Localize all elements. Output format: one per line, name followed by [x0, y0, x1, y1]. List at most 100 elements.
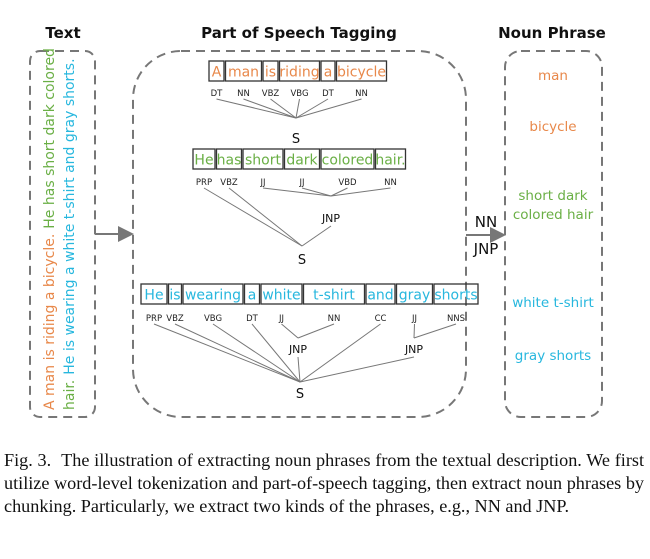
caption-text: The illustration of extracting noun phra…	[4, 450, 645, 516]
word-box	[395, 283, 434, 305]
pos-tag: DT	[246, 314, 259, 324]
tree-edge	[295, 98, 300, 119]
root-node-s: S	[298, 253, 306, 268]
text-line-left: A man is riding a bicycle. He has short d…	[42, 48, 58, 410]
word-box	[215, 148, 243, 170]
noun-phrase-text: short dark	[518, 188, 587, 204]
arrow-label-jnp: JNP	[473, 240, 499, 258]
tree-edge	[413, 323, 457, 339]
pos-tag: NN	[355, 89, 368, 99]
tree-edge	[270, 98, 297, 119]
word-token: and	[367, 288, 393, 304]
sentence-1-text: A man is riding a bicycle.	[42, 234, 58, 410]
jnp-node: JNP	[288, 343, 307, 356]
word-box	[302, 283, 366, 305]
pos-tag: VBZ	[262, 89, 280, 99]
noun-phrase-text: man	[538, 68, 568, 84]
pos-tag: NN	[328, 314, 341, 324]
root-node-s: S	[292, 132, 300, 147]
word-box	[374, 148, 407, 170]
tree-edge	[262, 187, 332, 197]
word-box	[208, 60, 225, 82]
word-token: riding	[279, 65, 319, 81]
word-token: short	[245, 153, 281, 169]
sentence-2-part-a: He has short dark colored	[42, 48, 58, 229]
word-token: t-shirt	[313, 288, 355, 304]
noun-phrase-text: white t-shirt	[512, 295, 594, 311]
word-box	[167, 283, 183, 305]
tree-edge	[243, 98, 297, 119]
word-token: wearing	[185, 288, 241, 304]
pos-tag: JJ	[411, 314, 417, 324]
word-token: white	[262, 288, 300, 304]
tree-edge	[203, 187, 303, 247]
tree-edge	[297, 323, 335, 339]
word-box	[140, 283, 168, 305]
pos-tag: DT	[322, 89, 335, 99]
noun-phrase-text: gray shorts	[515, 348, 591, 364]
tree-edge	[330, 187, 391, 197]
word-token: gray	[399, 288, 431, 304]
tree-edge	[228, 187, 303, 247]
root-node-s: S	[296, 387, 304, 402]
word-box	[320, 60, 336, 82]
word-box	[433, 283, 479, 305]
word-box	[182, 283, 244, 305]
noun-phrase-extraction-diagram: Text Part of Speech Tagging Noun Phrase …	[29, 24, 606, 418]
pos-tag: VBG	[290, 89, 308, 99]
pos-tagging-box	[132, 50, 467, 418]
noun-phrase-item: gray shorts	[515, 348, 591, 364]
tree-edge	[299, 356, 415, 383]
word-token: He	[144, 288, 163, 304]
noun-phrase-item: bicycle	[529, 119, 576, 135]
tree-edge	[301, 187, 332, 197]
pos-tag: PRP	[146, 314, 162, 324]
pos-tag: VBZ	[220, 178, 238, 188]
tree-edge	[295, 98, 362, 119]
word-token: is	[265, 65, 276, 81]
pos-tag: DT	[211, 89, 224, 99]
word-token: a	[324, 65, 333, 81]
word-box	[283, 148, 321, 170]
word-token: bicycle	[337, 65, 386, 81]
text-line-right: hair.He is wearing a white t-shirt and g…	[62, 58, 78, 410]
word-token: hair.	[375, 153, 405, 169]
tree-edge	[281, 323, 299, 339]
tree-edge	[330, 187, 348, 197]
word-box	[320, 148, 375, 170]
word-token: dark	[286, 153, 318, 169]
tree-edge	[212, 323, 301, 383]
text-column-lines: A man is riding a bicycle. He has short d…	[42, 48, 78, 410]
tree-edge	[216, 98, 297, 119]
sentence-2-part-b: hair.	[62, 380, 78, 410]
header-noun-phrase: Noun Phrase	[498, 24, 606, 42]
pos-tag: VBD	[338, 178, 357, 188]
pos-tag: JJ	[298, 178, 304, 188]
pos-tag: NNS	[447, 314, 465, 324]
tree-edge	[299, 323, 381, 383]
word-box	[242, 148, 284, 170]
word-token: man	[228, 65, 259, 81]
tree-edge	[295, 98, 329, 119]
word-token: colored	[322, 153, 374, 169]
header-text: Text	[45, 24, 80, 42]
word-box	[278, 60, 321, 82]
word-box	[335, 60, 388, 82]
tree-edge	[174, 323, 301, 383]
header-pos: Part of Speech Tagging	[201, 24, 397, 42]
word-box	[243, 283, 261, 305]
tree-edge	[153, 323, 301, 383]
pos-tag: NN	[384, 178, 397, 188]
noun-phrase-item: white t-shirt	[512, 295, 594, 311]
word-token: is	[169, 288, 180, 304]
word-box	[365, 283, 396, 305]
pos-tag: JJ	[259, 178, 265, 188]
word-token: A	[212, 65, 222, 81]
word-token: He	[194, 153, 213, 169]
